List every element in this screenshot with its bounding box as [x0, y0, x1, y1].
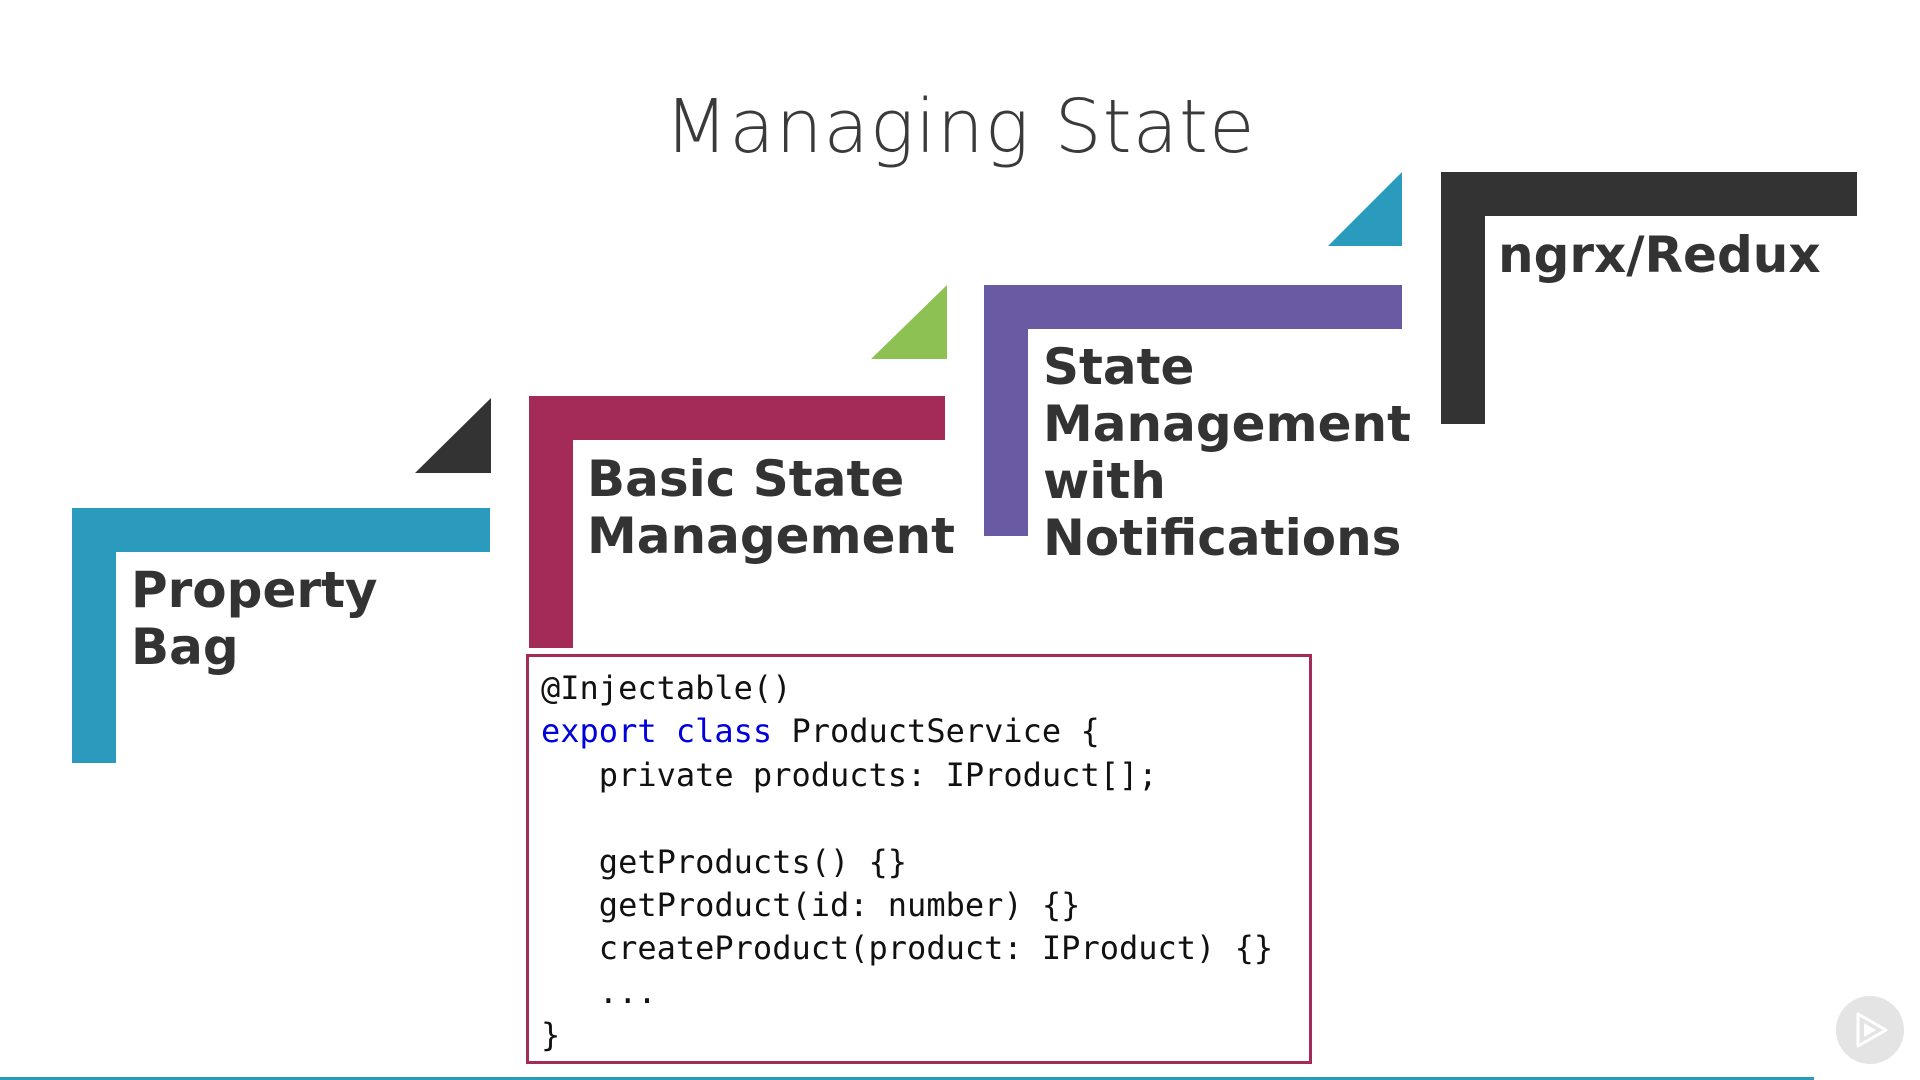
- step-arrow-triangle-1: [415, 398, 491, 473]
- code-line: ...: [541, 972, 657, 1011]
- step-property-bag-top-bar: [72, 508, 490, 552]
- step-ngrx-redux-side-bar: [1441, 172, 1485, 424]
- step-arrow-triangle-shape: [1328, 172, 1402, 246]
- step-arrow-triangle-shape: [871, 285, 947, 359]
- step-property-bag-label: Property Bag: [131, 562, 378, 676]
- code-line-export-class: export class ProductService {: [541, 712, 1100, 751]
- step-notifications-label-line: State: [1043, 338, 1195, 396]
- step-ngrx-redux-top-bar: [1441, 172, 1857, 216]
- step-ngrx-redux-label-line: ngrx/Redux: [1498, 226, 1821, 284]
- code-keyword-class: class: [675, 712, 773, 751]
- code-line: getProduct(id: number) {}: [541, 885, 1081, 924]
- step-basic-state-management-side-bar: [529, 396, 573, 648]
- step-property-bag-label-line: Bag: [131, 618, 239, 676]
- step-basic-state-management-label-line: Basic State: [587, 450, 905, 508]
- step-ngrx-redux-label: ngrx/Redux: [1498, 227, 1821, 284]
- code-line: getProducts() {}: [541, 842, 908, 881]
- step-arrow-triangle-2: [871, 285, 947, 359]
- step-arrow-triangle-shape: [415, 398, 491, 473]
- step-basic-state-management-top-bar: [529, 396, 945, 440]
- play-icon: [1856, 1012, 1888, 1048]
- code-line: }: [541, 1016, 561, 1055]
- step-notifications-label-line: Notifications: [1043, 509, 1402, 567]
- step-notifications-label: State Management with Notifications: [1043, 339, 1411, 567]
- play-icon-inner: [1864, 1023, 1876, 1037]
- code-line: private products: IProduct[];: [541, 755, 1158, 794]
- step-notifications-side-bar: [984, 285, 1028, 536]
- step-arrow-triangle-3: [1328, 172, 1402, 246]
- slide-title: Managing State: [664, 84, 1256, 170]
- step-basic-state-management-label-line: Management: [587, 507, 956, 565]
- play-icon-outer: [1856, 1012, 1888, 1048]
- video-progress-bar[interactable]: [0, 1077, 1815, 1080]
- step-notifications-top-bar: [984, 285, 1402, 329]
- code-line: @Injectable(): [541, 669, 792, 707]
- play-button[interactable]: [1836, 996, 1904, 1064]
- step-property-bag-side-bar: [72, 508, 116, 763]
- code-line: [541, 797, 1309, 840]
- step-basic-state-management-label: Basic State Management: [587, 451, 955, 565]
- code-snippet-box: @Injectable() export class ProductServic…: [526, 654, 1312, 1064]
- step-property-bag-label-line: Property: [131, 561, 378, 619]
- step-notifications-label-line: with: [1043, 452, 1166, 510]
- code-line: createProduct(product: IProduct) {}: [541, 929, 1274, 968]
- step-notifications-label-line: Management: [1043, 395, 1412, 453]
- code-keyword-export: export: [541, 712, 657, 751]
